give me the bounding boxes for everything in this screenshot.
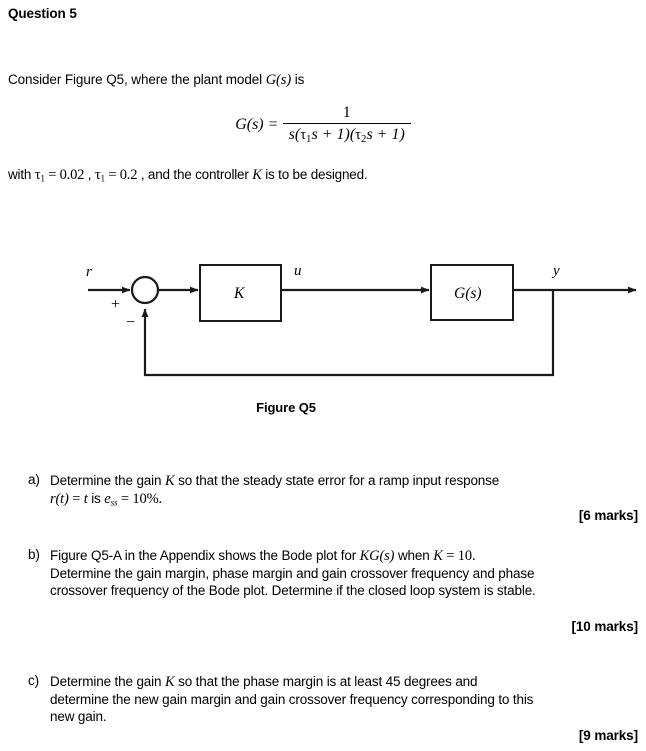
part-b-label: b) (28, 547, 40, 562)
part-a-math-k: K (164, 473, 175, 489)
part-a-math-e-sub: ss (110, 497, 118, 508)
part-a-eq-1: = (68, 491, 84, 507)
den-tau1: τ (300, 127, 307, 144)
parameters-line: with τ1 = 0.02 , τ1 = 0.2 , and the cont… (8, 167, 368, 184)
part-c-line-1: Determine the gain K so that the phase m… (50, 673, 640, 691)
equation-denominator: s(τ1s + 1)(τ2s + 1) (288, 126, 405, 146)
params-tau-a-sub: 1 (40, 173, 45, 184)
page-title: Question 5 (8, 6, 77, 21)
plant-block (430, 264, 514, 321)
params-prefix: with (8, 167, 35, 182)
den-s: s (288, 126, 295, 144)
part-a-text-3: is (87, 491, 105, 506)
label-u: u (294, 263, 302, 279)
fraction-bar (282, 123, 411, 125)
label-y: y (551, 263, 560, 279)
question-part-c: c) Determine the gain K so that the phas… (28, 673, 640, 725)
equation-lhs: G(s) (235, 115, 264, 133)
equation-numerator: 1 (342, 104, 351, 121)
params-sep-2: , and the controller (137, 167, 253, 182)
part-b-text-1: Figure Q5-A in the Appendix shows the Bo… (50, 548, 360, 563)
den-s2: s (311, 126, 318, 144)
part-a-math-t: t (83, 491, 88, 507)
part-a-line-1: Determine the gain K so that the steady … (50, 472, 640, 490)
den-tau1-sub: 1 (306, 133, 312, 146)
part-b-math-k: K (433, 548, 443, 564)
part-c-text-1: Determine the gain (50, 674, 165, 689)
figure-caption: Figure Q5 (256, 400, 316, 415)
part-a-text-4: = 10%. (117, 491, 162, 507)
plant-block-label: G(s) (454, 285, 482, 302)
part-b-line-3: crossover frequency of the Bode plot. De… (50, 583, 536, 598)
controller-block (199, 264, 282, 322)
plant-equation: G(s) = 1 s(τ1s + 1)(τ2s + 1) (0, 104, 646, 145)
params-tau-a-value: = 0.02 (48, 167, 85, 183)
part-a-line-2: r(t) = t is ess = 10%. (50, 490, 640, 512)
intro-text-after: is (291, 72, 305, 87)
den-tau2: τ (355, 127, 361, 144)
part-b-math-kgs: KG(s) (359, 548, 395, 564)
intro-math-gs: G(s) (265, 72, 292, 88)
part-b-line-1: Figure Q5-A in the Appendix shows the Bo… (50, 547, 640, 565)
part-c-line-3: new gain. (50, 709, 107, 724)
part-a-label: a) (28, 472, 40, 487)
label-plus: + (111, 296, 120, 313)
part-c-label: c) (28, 673, 39, 688)
params-tau-b-value: = 0.2 (108, 167, 138, 183)
part-a-math-e: e (104, 491, 111, 507)
intro-sentence: Consider Figure Q5, where the plant mode… (8, 72, 304, 89)
equation-equals: = (268, 115, 278, 133)
summing-junction (130, 275, 160, 305)
part-a-body: Determine the gain K so that the steady … (50, 472, 640, 512)
params-tau-b-sub: 1 (100, 173, 106, 184)
params-sep-1: , (84, 167, 95, 182)
part-a-marks: [6 marks] (578, 508, 638, 523)
params-gain-symbol: K (252, 167, 262, 183)
part-b-text-3: = 10. (442, 548, 476, 564)
equation-fraction: 1 s(τ1s + 1)(τ2s + 1) (282, 104, 411, 146)
part-a-text-2: so that the steady state error for a ram… (174, 473, 500, 488)
part-c-line-2: determine the new gain margin and gain c… (50, 692, 534, 707)
den-tau2-sub: 2 (361, 133, 367, 146)
question-part-b: b) Figure Q5-A in the Appendix shows the… (28, 547, 640, 599)
params-tau-b: τ (94, 167, 101, 183)
part-a-math-rt: r(t) (50, 491, 69, 507)
label-r: r (86, 264, 92, 280)
params-tau-a: τ (34, 167, 41, 183)
part-c-marks: [9 marks] (578, 728, 638, 743)
part-b-marks: [10 marks] (571, 619, 638, 634)
part-c-math-k: K (164, 674, 175, 690)
den-s3: s (366, 126, 373, 144)
part-b-text-2: when (394, 548, 434, 563)
part-c-text-2: so that the phase margin is at least 45 … (174, 674, 478, 689)
block-diagram: r u y + − K G(s) (0, 245, 646, 395)
intro-text-before: Consider Figure Q5, where the plant mode… (8, 72, 266, 87)
part-b-body: Figure Q5-A in the Appendix shows the Bo… (50, 547, 640, 599)
params-suffix: is to be designed. (261, 167, 368, 182)
controller-block-label: K (233, 285, 245, 302)
part-a-text-1: Determine the gain (50, 473, 165, 488)
label-minus: − (126, 314, 135, 331)
question-part-a: a) Determine the gain K so that the stea… (28, 472, 640, 512)
part-c-body: Determine the gain K so that the phase m… (50, 673, 640, 725)
part-b-line-2: Determine the gain margin, phase margin … (50, 566, 535, 581)
